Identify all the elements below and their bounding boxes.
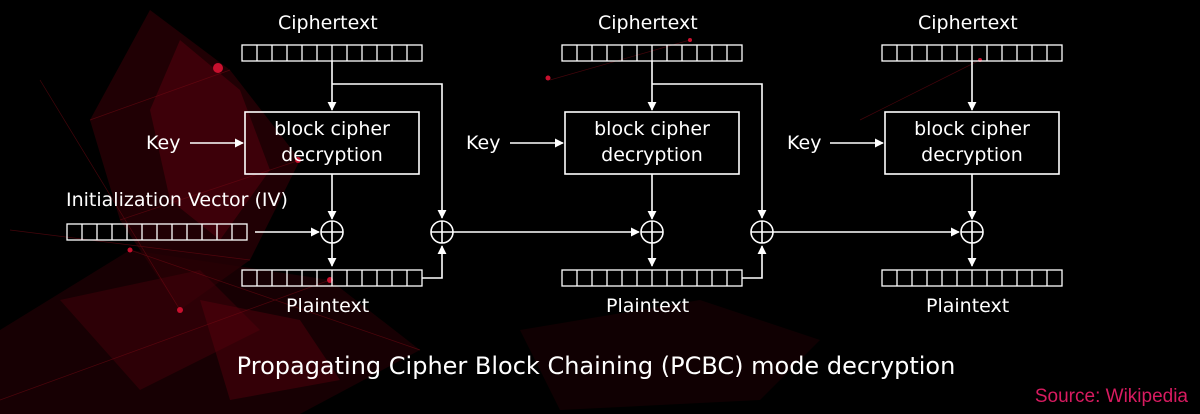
- key-label: Key: [146, 132, 180, 154]
- ciphertext-block: [881, 44, 1063, 62]
- key-label: Key: [466, 132, 500, 154]
- box-text-line2: decryption: [601, 144, 703, 166]
- stage-3: Ciphertext Key block cipher decryption P…: [787, 12, 1063, 317]
- plaintext-label: Plaintext: [606, 295, 689, 317]
- plaintext-label: Plaintext: [286, 295, 369, 317]
- box-text-line2: decryption: [281, 144, 383, 166]
- plaintext-label: Plaintext: [926, 295, 1009, 317]
- xor-icon: [320, 220, 344, 244]
- iv-label: Initialization Vector (IV): [66, 189, 288, 211]
- stage-1: Ciphertext Key block cipher decryption P…: [146, 12, 447, 317]
- plaintext-block: [561, 269, 743, 287]
- plaintext-chain-arrow: [422, 245, 447, 279]
- stage-2: Ciphertext Key block cipher decryption P…: [466, 12, 767, 317]
- box-text-line1: block cipher: [914, 118, 1030, 140]
- ciphertext-label: Ciphertext: [598, 12, 698, 34]
- plaintext-block: [881, 269, 1063, 287]
- chain-xor-icon-1: [430, 220, 454, 244]
- ciphertext-block: [241, 44, 423, 62]
- box-text-line1: block cipher: [594, 118, 710, 140]
- ciphertext-label: Ciphertext: [918, 12, 1018, 34]
- xor-icon: [960, 220, 984, 244]
- ciphertext-chain-arrow: [332, 83, 447, 219]
- chain-xor-icon-2: [750, 220, 774, 244]
- diagram-title: Propagating Cipher Block Chaining (PCBC)…: [237, 352, 956, 380]
- iv-block: [66, 223, 248, 241]
- plaintext-chain-arrow: [742, 245, 767, 279]
- key-label: Key: [787, 132, 821, 154]
- ciphertext-chain-arrow: [652, 83, 767, 219]
- source-credit: Source: Wikipedia: [1035, 386, 1189, 407]
- plaintext-block: [241, 269, 423, 287]
- ciphertext-label: Ciphertext: [278, 12, 378, 34]
- box-text-line1: block cipher: [274, 118, 390, 140]
- xor-icon: [640, 220, 664, 244]
- ciphertext-block: [561, 44, 743, 62]
- box-text-line2: decryption: [921, 144, 1023, 166]
